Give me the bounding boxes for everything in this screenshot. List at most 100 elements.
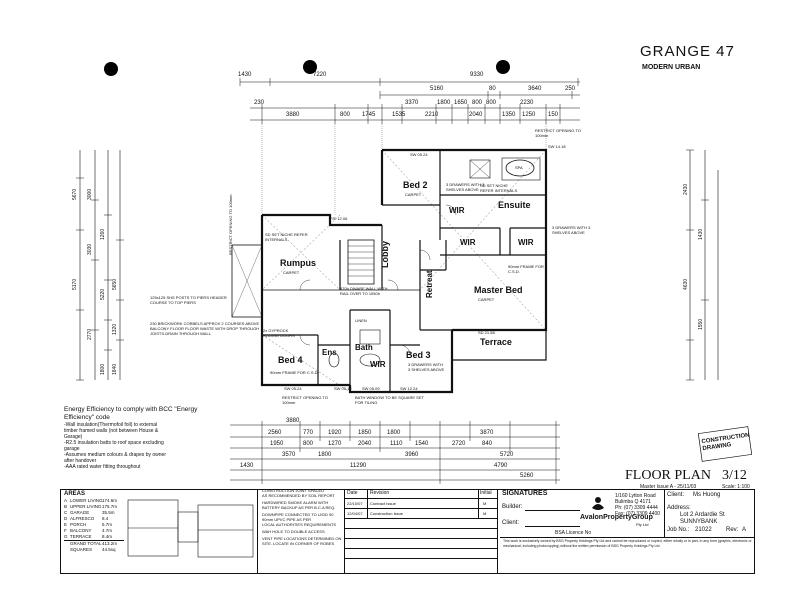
dim-top-3: 9330 <box>470 72 484 78</box>
energy-line-8: -AAA rated water fitting throughout <box>64 464 141 470</box>
revisions-row-empty <box>345 529 497 539</box>
construction-note-9: VENT PIPE LOCATIONS DETERMINED ON <box>262 536 342 541</box>
dim-bot-r2-2: 800 <box>303 441 314 447</box>
revisions-header-initial: Initial <box>480 490 492 496</box>
revision-text: Construction Issue <box>368 509 479 518</box>
dim-bot-r2-1: 1950 <box>270 441 284 447</box>
revision-date: 12/04/07 <box>345 509 368 518</box>
dim-left-11: 1840 <box>112 363 118 375</box>
client-name: Ms Huong <box>693 492 721 498</box>
drawers-bed3: 3 DRAWERS WITH 3 SHELVES ABOVE <box>408 362 445 372</box>
dim-top-r4-4: 1535 <box>392 112 406 118</box>
spa-label: SPA <box>515 165 523 170</box>
dim-top-2: 7220 <box>313 72 327 78</box>
room-wir-3: WIR <box>518 238 534 247</box>
copyright-divider <box>500 537 755 538</box>
dim-left-1: 5670 <box>72 188 78 200</box>
sheet-title: FLOOR PLAN <box>625 468 711 483</box>
revision-initial: M <box>483 501 487 506</box>
revisions-row-empty <box>345 539 497 549</box>
dim-bot-r1-6: 1800 <box>387 430 401 436</box>
job-label: Job No.: <box>667 527 690 533</box>
construction-note-8: WAH HOLE TO DOUBLE ACCESS <box>262 529 325 534</box>
drawers-bed2: 3 DRAWERS WITH 3 SHELVES ABOVE <box>446 182 485 192</box>
areas-label: BALCONY <box>70 528 92 533</box>
drawers-ensuite: 3 DRAWERS WITH 3 SHELVES ABOVE <box>552 225 591 235</box>
energy-line-2: timber framed walls (not between House & <box>64 428 159 434</box>
energy-notes: Energy Efficiency to comply with BCC "En… <box>64 406 224 470</box>
dim-bot-r2-5: 1110 <box>390 441 403 447</box>
sw-b2: SW 05.12 <box>334 386 352 391</box>
dim-top-r3-6: 800 <box>486 100 497 106</box>
dim-bot-r1-1: 3880 <box>286 418 300 424</box>
client-details-divider <box>664 489 665 537</box>
room-bath: Bath <box>355 343 373 352</box>
dim-bot-r4-3: 4790 <box>494 463 508 469</box>
dim-bot-r2-8: 840 <box>482 441 493 447</box>
dim-top-r3-1: 230 <box>254 100 265 106</box>
dim-bot-r3-2: 1800 <box>318 452 332 458</box>
binder-hole-center <box>303 60 317 74</box>
energy-line-4: -R2.5 insulation batts to roof space exc… <box>64 440 164 446</box>
gyprock-note: 2x GYPROCK SLIDING DOORS <box>263 328 295 338</box>
dim-left-6: 5220 <box>100 288 106 300</box>
revision-date: 22/10/07 <box>345 499 368 508</box>
frame-master: 90mm FRAME FOR C.S.D. <box>508 264 544 274</box>
dim-top-r4-1: 3880 <box>286 112 300 118</box>
energy-notes-title: Energy Efficiency to comply with BCC "En… <box>64 406 198 421</box>
builder-signature-line <box>525 510 580 511</box>
brickwork-note: 230 BRICKWORK CORBELS APPROX 2 COURSES A… <box>150 321 260 336</box>
construction-note-6: 90mm UPVC PIPE AS PER <box>262 517 312 522</box>
client-signature-line <box>525 526 580 527</box>
rev-value: A <box>742 527 747 533</box>
areas-value: 174.6m <box>102 498 118 503</box>
areas-code: A <box>64 498 68 503</box>
posts-note: 125x125 SHS POSTS TO PIERS HEADER COURSE… <box>150 295 227 305</box>
dim-left-2: 3000 <box>87 188 93 200</box>
bed2-carpet: CARPET <box>405 192 422 197</box>
construction-note-10: SITE. LOCATE IN CORNER OF ROBES <box>262 541 335 546</box>
dwarf-wall: 870h DWARF WALL WITH RAIL OVER TO 1050h <box>340 286 388 296</box>
construction-notes: CONSTRUCTION JOINT SPACED AS RECOMMENDED… <box>262 488 342 546</box>
revision-text: Contract Issue <box>368 499 479 508</box>
energy-line-7: after handover <box>64 458 97 464</box>
dim-right-1: 2430 <box>683 183 689 195</box>
areas-label: PORCH <box>70 522 87 527</box>
areas-total-value: 413.2m <box>102 541 118 546</box>
energy-line-6: -Assumes medium colours & drapes by owne… <box>64 452 166 458</box>
address-label: Address: <box>667 505 691 511</box>
dim-top-r4-5: 2210 <box>425 112 439 118</box>
room-ensuite: Ensuite <box>498 200 531 210</box>
dim-top-r4-2: 800 <box>340 112 351 118</box>
client-label: Client: <box>667 492 685 498</box>
set-niche-2: SD SET NICHE REFER INTERNALS <box>480 183 518 193</box>
room-retreat: Retreat <box>425 270 434 298</box>
areas-code: F <box>64 528 67 533</box>
areas-label: ALFRESCO <box>70 516 95 521</box>
dim-top-r4-6: 2040 <box>469 112 483 118</box>
areas-value: 5.7m <box>102 522 113 527</box>
areas-squares-value: 44.5sq <box>102 547 116 552</box>
dim-bot-r4-2: 11290 <box>350 463 367 469</box>
revisions-header-date: Date <box>345 489 368 498</box>
dim-bot-r4-1: 1430 <box>240 463 254 469</box>
copyright-note: This work is exclusively owned by BSG Pr… <box>503 539 752 548</box>
company-name: AvalonPropertyGroup <box>580 514 653 521</box>
dim-bot-r1-4: 1920 <box>328 430 342 436</box>
dim-bot-r3-1: 3570 <box>282 452 296 458</box>
company-suffix: Pty Ltd <box>636 522 649 527</box>
areas-value: 8.4 <box>102 516 109 521</box>
dim-bot-r2-3: 1270 <box>328 441 342 447</box>
room-wir-2: WIR <box>460 238 476 247</box>
room-ens: Ens <box>322 348 337 357</box>
dim-bot-r1-7: 3870 <box>480 430 494 436</box>
construction-note-2: AS RECOMMENDED BY SOIL REPORT <box>262 493 335 498</box>
restrict-left: RESTRICT OPENING TO 100mm <box>228 194 233 255</box>
dim-top-r4-3: 1745 <box>362 112 376 118</box>
